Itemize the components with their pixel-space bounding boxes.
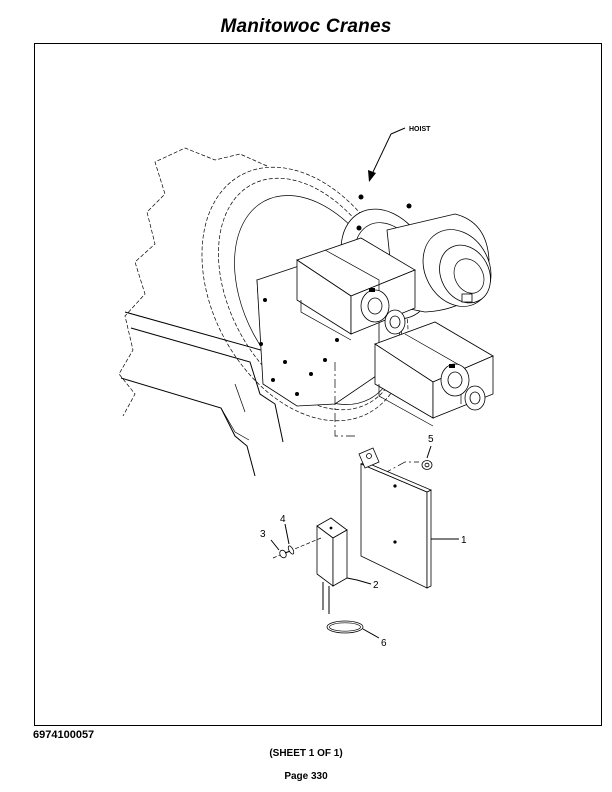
hoist-label: HOIST <box>409 126 431 133</box>
callout-6: 6 <box>381 638 387 649</box>
washer-5: 5 <box>421 434 434 470</box>
bracket-plate: 1 <box>358 447 467 589</box>
center-lines <box>334 362 419 475</box>
parts-diagram: HOIST 1 2 <box>118 126 494 649</box>
hoist-callout: HOIST <box>368 126 431 182</box>
page-number: Page 330 <box>284 771 328 782</box>
callout-2: 2 <box>373 580 379 591</box>
screw-and-washer: 3 4 <box>260 514 322 559</box>
diode-block: 2 <box>316 517 379 614</box>
callout-5: 5 <box>428 434 434 445</box>
drum-housing <box>118 147 284 477</box>
callout-3: 3 <box>260 529 266 540</box>
valve-block-lower <box>374 321 494 427</box>
sheet-indicator: (SHEET 1 OF 1) <box>269 748 343 759</box>
drawing-part-number: 6974100057 <box>33 729 95 741</box>
page-title: Manitowoc Cranes <box>220 16 392 37</box>
valve-block-upper <box>296 237 416 341</box>
drawing-frame: HOIST 1 2 <box>34 43 602 726</box>
ring-6: 6 <box>326 620 387 649</box>
callout-4: 4 <box>280 514 286 525</box>
callout-1: 1 <box>461 535 467 546</box>
